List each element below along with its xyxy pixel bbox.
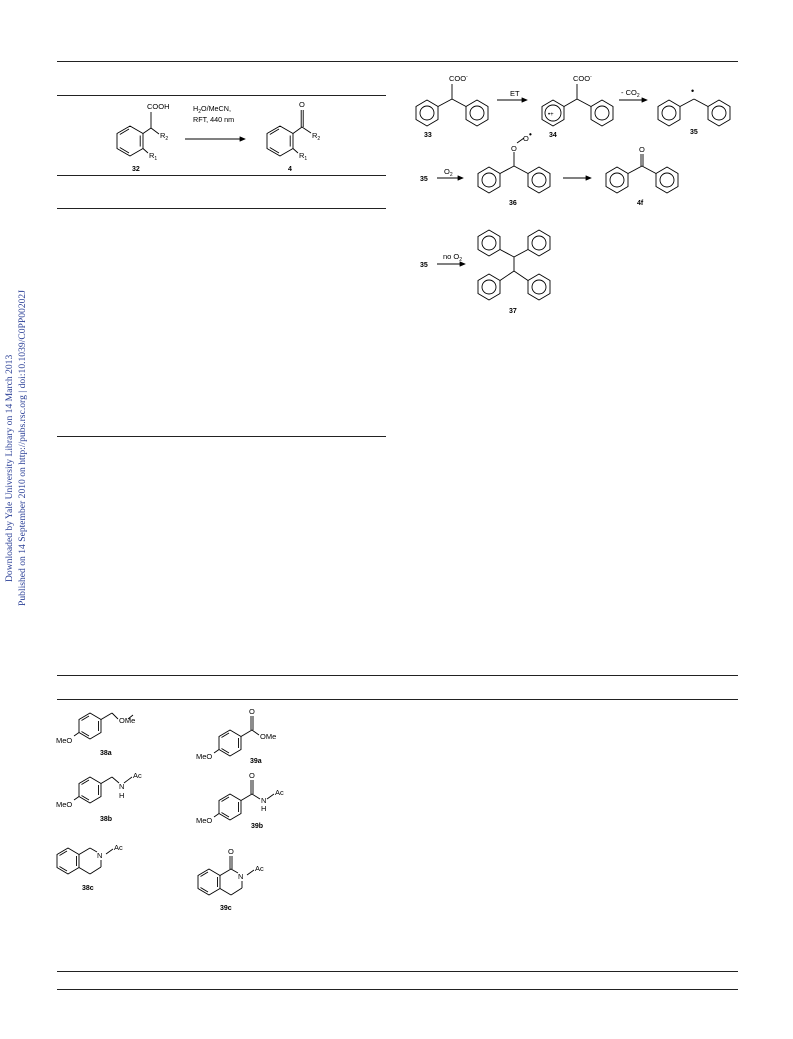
peroxy-o2-label: O — [523, 134, 529, 143]
o-label-39c: O — [228, 847, 234, 856]
radical-dot: • — [691, 86, 694, 96]
compound-37-label: 37 — [509, 308, 517, 315]
compound-32-label: 32 — [132, 166, 140, 173]
no-o2-label: no O2 — [443, 252, 462, 263]
compound-38c-label: 38c — [82, 885, 94, 892]
o-label-39b: O — [249, 771, 255, 780]
compound-35-ref-b: 35 — [420, 262, 428, 269]
scheme-substrates: OMe MeO 38a O OMe MeO 39a N H Ac MeO 38b… — [56, 707, 284, 912]
scheme-mechanism: COO- ET COO- •+ - CO2 • 33 34 35 35 O2 O… — [415, 74, 731, 315]
o-label-39a: O — [249, 707, 255, 716]
section-rule-1 — [57, 675, 738, 676]
n-label-38c: N — [97, 851, 102, 860]
r2-label: R2 — [160, 131, 168, 142]
r2-product-label: R2 — [312, 131, 320, 142]
table-rule-1 — [57, 208, 386, 209]
radical-cation-label: •+ — [548, 112, 554, 118]
peroxy-radical-dot: • — [529, 130, 532, 139]
compound-35-label: 35 — [690, 129, 698, 136]
peroxy-o1-label: O — [511, 144, 517, 153]
download-line: Downloaded by Yale University Library on… — [4, 354, 15, 582]
n-label-39b: N — [261, 796, 266, 805]
minus-co2-label: - CO2 — [621, 88, 640, 99]
meo-label-39a: MeO — [196, 752, 212, 761]
coo-label-33: COO- — [449, 74, 468, 83]
cooh-label: COOH — [147, 102, 170, 111]
compound-35-ref-a: 35 — [420, 176, 428, 183]
n-label-39c: N — [238, 872, 243, 881]
top-rule — [57, 61, 738, 62]
ac-label-38c: Ac — [114, 843, 123, 852]
h-label-39b: H — [261, 804, 266, 813]
scheme-rule-2 — [57, 175, 386, 176]
nh-n-label-38b: N — [119, 782, 124, 791]
o2-reagent-label: O2 — [444, 167, 453, 178]
nh-h-label-38b: H — [119, 791, 124, 800]
et-label: ET — [510, 89, 520, 98]
section-rule-3 — [57, 971, 738, 972]
compound-39b-label: 39b — [251, 823, 263, 830]
compound-39a-label: 39a — [250, 758, 262, 765]
compound-4f-label: 4f — [637, 200, 644, 207]
r1-product-label: R1 — [299, 151, 307, 162]
coo-label-34: COO- — [573, 74, 592, 83]
ac-label-38b: Ac — [133, 771, 142, 780]
condition-light: RFT, 440 nm — [193, 115, 234, 124]
compound-39c-label: 39c — [220, 905, 232, 912]
ketone-o-label: O — [639, 145, 645, 154]
table-rule-2 — [57, 436, 386, 437]
published-line: Published on 14 September 2010 on http:/… — [17, 290, 28, 606]
compound-33-label: 33 — [424, 132, 432, 139]
meo-label-39b: MeO — [196, 816, 212, 825]
scheme-rule-1 — [57, 95, 386, 96]
ome-label-39a: OMe — [260, 732, 276, 741]
section-rule-2 — [57, 699, 738, 700]
compound-36-label: 36 — [509, 200, 517, 207]
meo-label-38a: MeO — [56, 736, 72, 745]
condition-solvent: H2O/MeCN, — [193, 104, 231, 115]
ac-label-39c: Ac — [255, 864, 264, 873]
compound-34-label: 34 — [549, 132, 557, 139]
bottom-rule — [57, 989, 738, 990]
ome-label-38a: OMe — [119, 716, 135, 725]
r1-label: R1 — [149, 151, 157, 162]
compound-38b-label: 38b — [100, 816, 112, 823]
ac-label-39b: Ac — [275, 788, 284, 797]
carbonyl-o-label: O — [299, 100, 305, 109]
meo-label-38b: MeO — [56, 800, 72, 809]
compound-4-label: 4 — [288, 166, 292, 173]
compound-38a-label: 38a — [100, 750, 112, 757]
scheme-acid-to-ketone: COOH R2 R1 H2O/MeCN, RFT, 440 nm O R2 R1… — [116, 100, 320, 173]
